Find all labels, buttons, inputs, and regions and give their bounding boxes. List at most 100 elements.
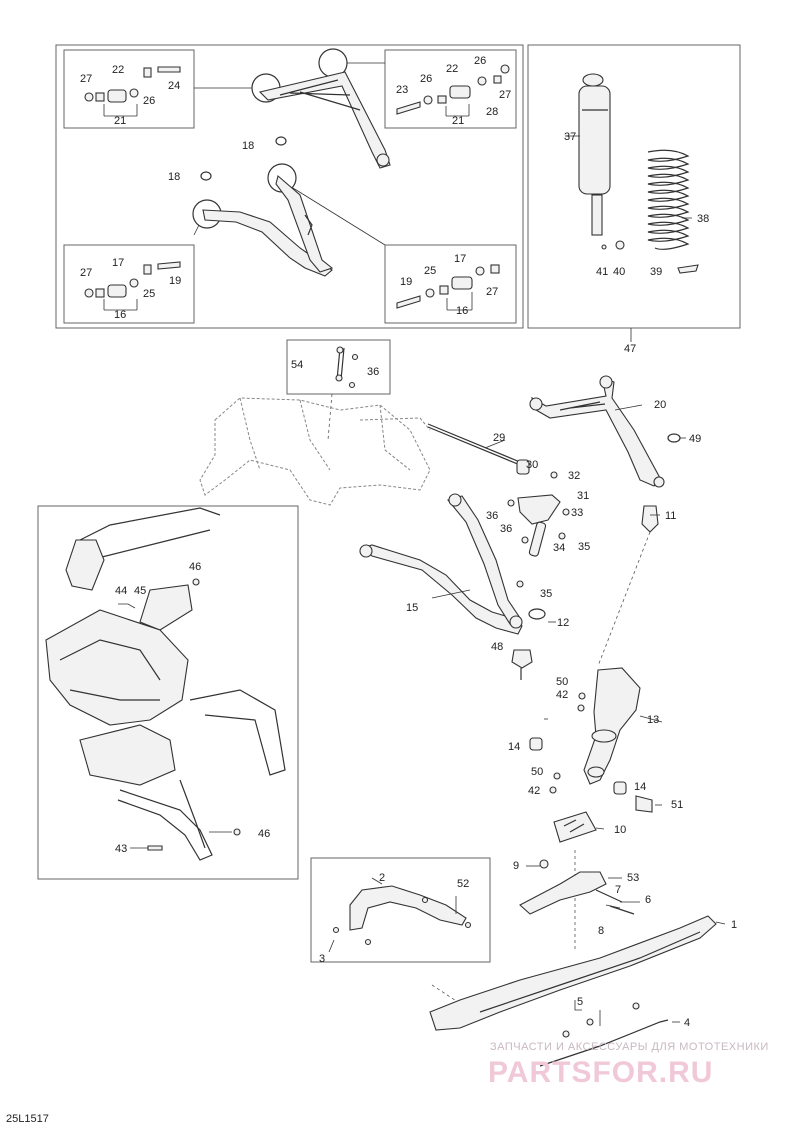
shock-panel-frame [527, 44, 741, 329]
inset-upper-left-frame [63, 49, 195, 129]
callout-44: 44 [115, 585, 127, 597]
watermark-tagline: ЗАПЧАСТИ И АКСЕССУАРЫ ДЛЯ МОТОТЕХНИКИ [490, 1041, 769, 1053]
watermark-brand: PARTSFOR.RU [488, 1056, 713, 1089]
ski-block [553, 811, 597, 843]
upper-a-arm-main [529, 375, 665, 488]
callout-43: 43 [115, 843, 127, 855]
ski-illustration [429, 915, 717, 1031]
callout-4: 4 [684, 1017, 690, 1029]
callout-24: 24 [168, 80, 180, 92]
chassis-ghost-outline [199, 397, 431, 506]
spindle-illustration [583, 667, 641, 785]
callout-32: 32 [568, 470, 580, 482]
sway-link-frame [286, 339, 391, 395]
callout-12: 12 [557, 617, 569, 629]
inset-upper-right-frame [384, 49, 517, 129]
callout-30: 30 [526, 459, 538, 471]
callout-40: 40 [613, 266, 625, 278]
sway-bracket [517, 494, 561, 525]
callout-21: 21 [114, 115, 126, 127]
callout-39: 39 [650, 266, 662, 278]
lower-a-arm-main [359, 493, 523, 635]
callout-45: 45 [134, 585, 146, 597]
callout-8: 8 [598, 925, 604, 937]
callout-19: 19 [169, 275, 181, 287]
callout-17: 17 [112, 257, 124, 269]
callout-42: 42 [556, 689, 568, 701]
callout-5: 5 [577, 996, 583, 1008]
diagram-code: 25L1517 [6, 1113, 49, 1125]
callout-31: 31 [577, 490, 589, 502]
callout-47: 47 [624, 343, 636, 355]
callout-27: 27 [80, 73, 92, 85]
callout-33: 33 [571, 507, 583, 519]
callout-46: 46 [258, 828, 270, 840]
spring-illustration [647, 149, 690, 250]
callout-15: 15 [406, 602, 418, 614]
callout-36: 36 [486, 510, 498, 522]
callout-49: 49 [689, 433, 701, 445]
hardware-inset-lr [396, 264, 500, 311]
callout-9: 9 [513, 860, 519, 872]
ball-joint-upper [641, 505, 659, 533]
callout-27: 27 [80, 267, 92, 279]
callout-14: 14 [634, 781, 646, 793]
sway-bar [427, 423, 521, 466]
spring-stopper [677, 264, 699, 274]
callout-50: 50 [556, 676, 568, 688]
callout-2: 2 [379, 872, 385, 884]
callout-42: 42 [528, 785, 540, 797]
callout-26: 26 [474, 55, 486, 67]
callout-36: 36 [500, 523, 512, 535]
ball-joint-lower [511, 649, 533, 669]
callout-1: 1 [731, 919, 737, 931]
callout-18: 18 [168, 171, 180, 183]
callout-35: 35 [540, 588, 552, 600]
upper-a-arm-illustration [251, 48, 391, 169]
sway-link-plate [528, 521, 547, 557]
ski-legs [519, 871, 607, 915]
callout-41: 41 [596, 266, 608, 278]
ski-handle-panel [310, 857, 491, 963]
callout-50: 50 [531, 766, 543, 778]
callout-6: 6 [645, 894, 651, 906]
hardware-inset-ul [84, 66, 181, 117]
lower-a-arm-illustration [192, 163, 334, 277]
callout-19: 19 [400, 276, 412, 288]
callout-3: 3 [319, 953, 325, 965]
callout-16: 16 [114, 309, 126, 321]
callout-22: 22 [446, 63, 458, 75]
callout-48: 48 [491, 641, 503, 653]
watermark: ЗАПЧАСТИ И АКСЕССУАРЫ ДЛЯ МОТОТЕХНИКИ PA… [488, 1041, 769, 1089]
callout-46: 46 [189, 561, 201, 573]
callout-52: 52 [457, 878, 469, 890]
callout-35: 35 [578, 541, 590, 553]
frame-mount-panel [37, 505, 299, 880]
callout-22: 22 [112, 64, 124, 76]
callout-38: 38 [697, 213, 709, 225]
callout-26: 26 [420, 73, 432, 85]
callout-34: 34 [553, 542, 565, 554]
callout-14: 14 [508, 741, 520, 753]
callout-29: 29 [493, 432, 505, 444]
callout-37: 37 [564, 131, 576, 143]
callout-36: 36 [367, 366, 379, 378]
frame-mount-illustration [45, 507, 286, 861]
callout-20: 20 [654, 399, 666, 411]
callout-17: 17 [454, 253, 466, 265]
hardware-inset-ll [84, 261, 181, 311]
callout-7: 7 [615, 884, 621, 896]
carbide-runner [539, 1019, 669, 1067]
callout-21: 21 [452, 115, 464, 127]
callout-27: 27 [486, 286, 498, 298]
callout-18: 18 [242, 140, 254, 152]
callout-25: 25 [143, 288, 155, 300]
callout-23: 23 [396, 84, 408, 96]
ski-handle-illustration [332, 885, 472, 946]
callout-10: 10 [614, 824, 626, 836]
callout-51: 51 [671, 799, 683, 811]
shock-absorber-illustration [578, 73, 625, 250]
callout-54: 54 [291, 359, 303, 371]
callout-16: 16 [456, 305, 468, 317]
